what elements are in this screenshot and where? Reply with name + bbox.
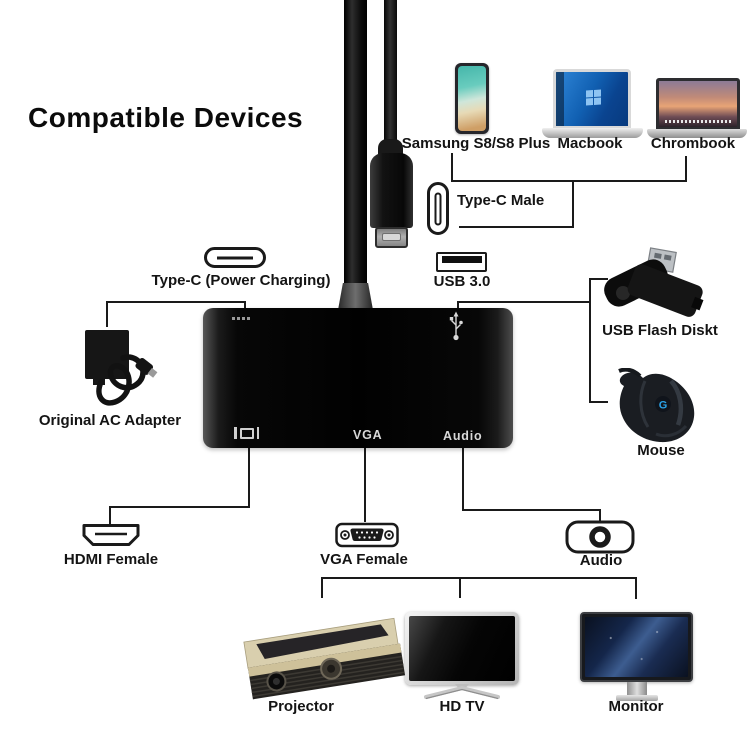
- usb3-label: USB 3.0: [433, 273, 491, 290]
- page-title: Compatible Devices: [28, 102, 304, 133]
- type-c-male-label: Type-C Male: [457, 192, 545, 209]
- hdtv-stand: [424, 684, 500, 700]
- mouse-logo: G: [659, 400, 668, 412]
- monitor-base: [616, 695, 658, 701]
- samsung-label: Samsung S8/S8 Plus: [401, 135, 551, 152]
- usb-c-plug-tip: [375, 227, 408, 248]
- samsung-phone-image: [455, 63, 489, 134]
- hdtv-label: HD TV: [439, 698, 485, 715]
- audio-jack-icon: [565, 520, 635, 554]
- plug-cable: [384, 0, 397, 146]
- type-c-male-icon: [427, 182, 449, 235]
- macbook-base: [542, 128, 643, 138]
- monitor-stand: [627, 682, 647, 697]
- chromebook-base: [647, 129, 747, 138]
- type-c-power-label: Type-C (Power Charging): [151, 272, 331, 289]
- hdmi-port-icon: [234, 427, 259, 439]
- monitor-image: [580, 612, 693, 682]
- hdmi-female-label: HDMI Female: [63, 551, 159, 568]
- vga-female-icon: [335, 522, 399, 548]
- mouse-label: Mouse: [637, 442, 685, 459]
- hdmi-female-icon: [82, 524, 140, 546]
- hub-vga-print: VGA: [353, 428, 383, 442]
- chromebook-image: [656, 78, 740, 130]
- mouse-image: G: [618, 368, 695, 443]
- macbook-label: Macbook: [557, 135, 623, 152]
- audio-label: Audio: [579, 552, 623, 569]
- ac-adapter-label: Original AC Adapter: [38, 412, 182, 429]
- projector-label: Projector: [268, 698, 334, 715]
- chromebook-label: Chrombook: [650, 135, 736, 152]
- hub-cable: [344, 0, 367, 288]
- usb-c-plug-body: [370, 153, 413, 228]
- usb-flash-label: USB Flash Diskt: [602, 322, 718, 339]
- projector-image: [243, 617, 406, 700]
- cable-strain-relief: [338, 283, 373, 310]
- monitor-label: Monitor: [608, 698, 664, 715]
- charging-port-icon: [232, 317, 252, 320]
- ac-adapter-image: [85, 330, 158, 406]
- usb-flash-disk-image: [604, 247, 704, 317]
- type-c-power-icon: [204, 247, 266, 268]
- usb-trident-icon: [449, 311, 463, 341]
- hub-audio-print: Audio: [443, 429, 483, 443]
- usb-3-port-icon: [436, 252, 487, 272]
- vga-female-label: VGA Female: [320, 551, 408, 568]
- usb-c-hub-image: VGA Audio: [203, 308, 513, 448]
- macbook-image: [553, 69, 631, 129]
- hdtv-image: [405, 612, 519, 685]
